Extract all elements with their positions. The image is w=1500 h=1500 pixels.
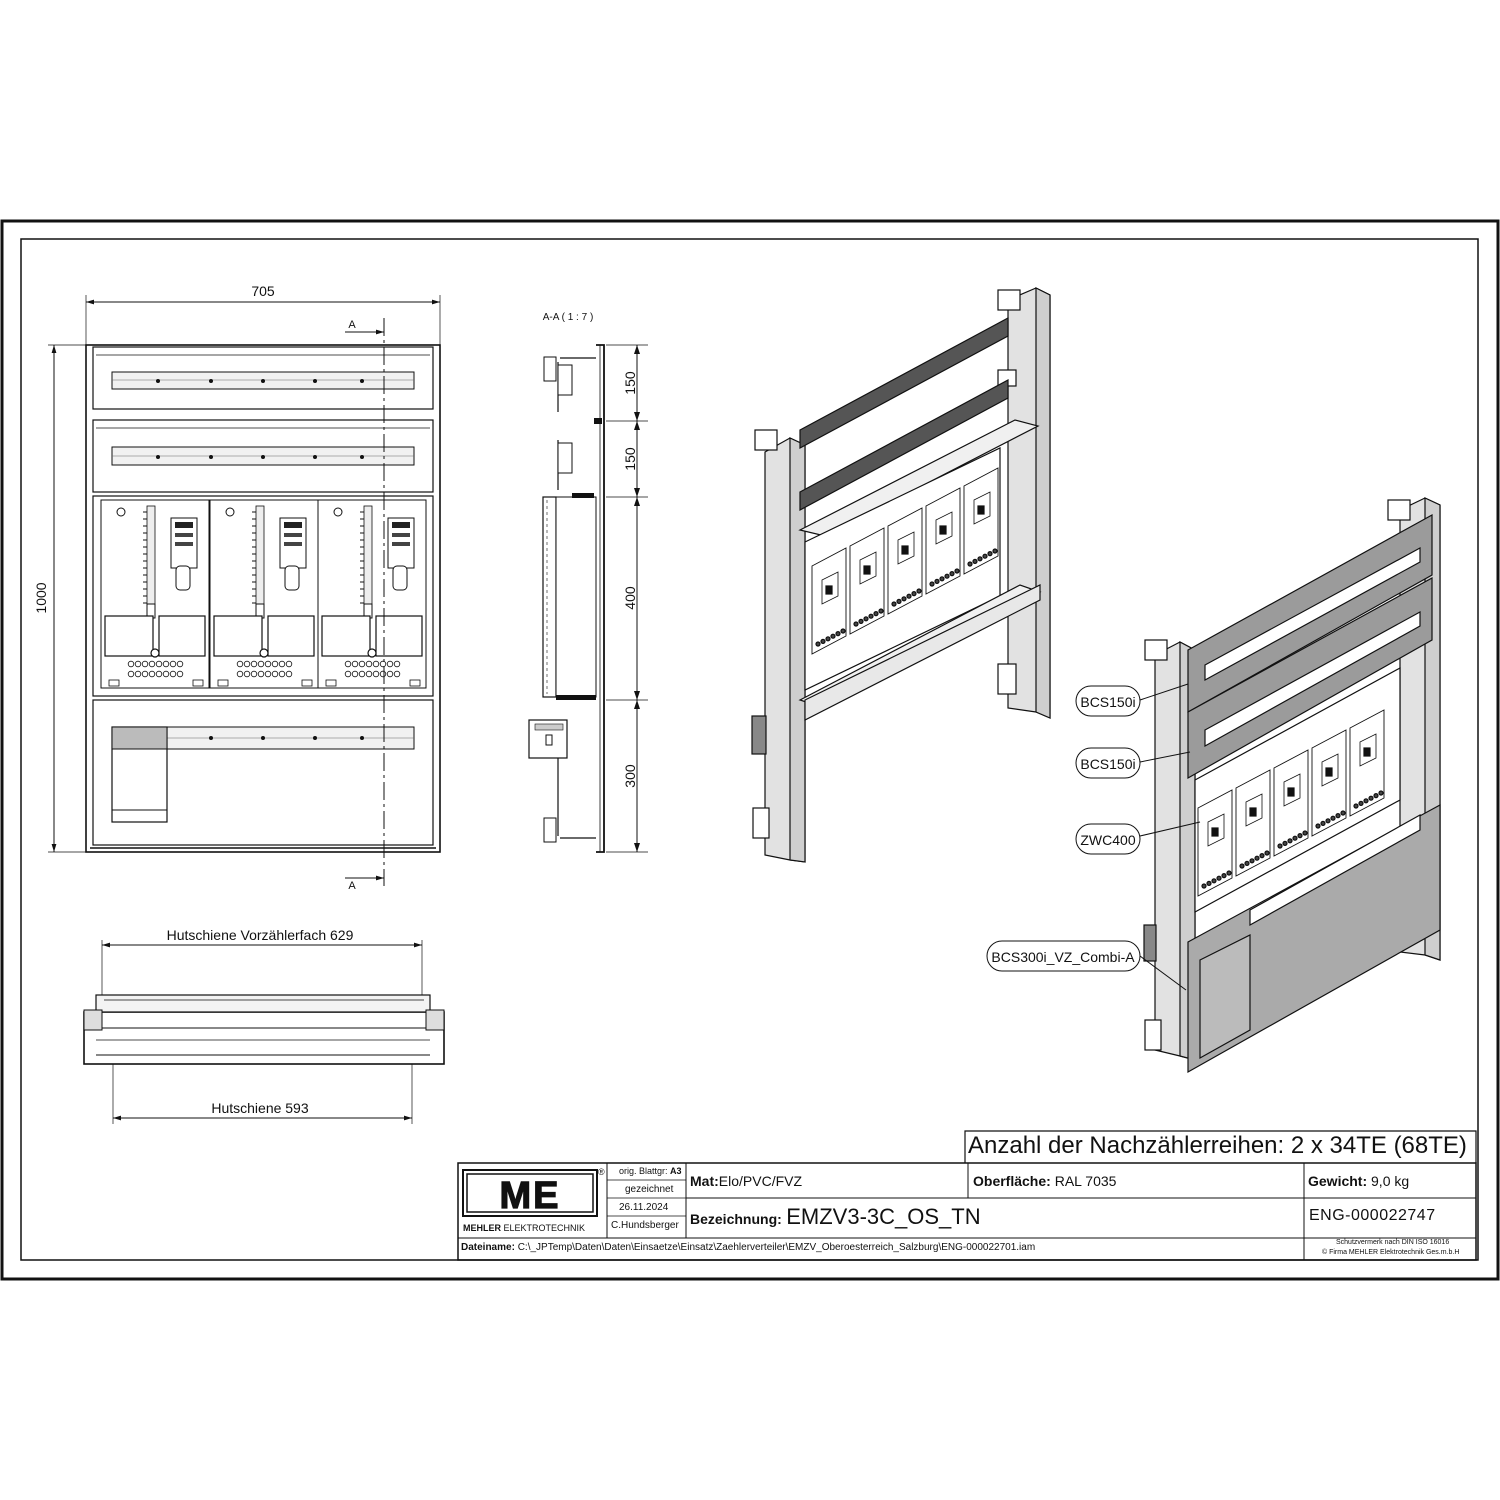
iso-meter-module xyxy=(1273,749,1309,857)
callout-bcs300i: BCS300i_VZ_Combi-A xyxy=(991,949,1135,965)
material-value: Elo/PVC/FVZ xyxy=(718,1173,803,1189)
orig-blattgr-label: orig. Blattgr: xyxy=(619,1166,668,1176)
title-headline: Anzahl der Nachzählerreihen: 2 x 34TE (6… xyxy=(968,1132,1467,1159)
protection-note-2: © Firma MEHLER Elektrotechnik Ges.m.b.H xyxy=(1322,1249,1460,1256)
weight-value: 9,0 kg xyxy=(1371,1173,1410,1189)
meter-module xyxy=(317,499,427,689)
surface-field: Oberfläche: RAL 7035 xyxy=(973,1173,1116,1189)
iso-meter-module xyxy=(963,467,999,575)
iso-meter-module xyxy=(925,487,961,595)
protection-note-1: Schutzvermerk nach DIN ISO 16016 xyxy=(1336,1239,1450,1246)
drawn-author: C.Hundsberger xyxy=(611,1220,679,1231)
top-view: Hutschiene Vorzählerfach 629 Hutschiene … xyxy=(83,927,445,1124)
company-bold: MEHLER xyxy=(463,1223,501,1233)
designation-value: EMZV3-3C_OS_TN xyxy=(786,1204,981,1229)
meter-module xyxy=(100,499,210,689)
orig-blattgr: orig. Blattgr: A3 xyxy=(619,1166,682,1176)
section-marker-top: A xyxy=(348,319,356,331)
iso-meter-module xyxy=(1235,769,1271,877)
company-name: MEHLER ELEKTROTECHNIK xyxy=(463,1223,585,1233)
dim-width-label: 705 xyxy=(251,283,275,299)
callout-zwc400: ZWC400 xyxy=(1080,832,1135,848)
iso-callouts: BCS150i BCS150i ZWC400 BCS300i_VZ_Combi-… xyxy=(986,683,1201,991)
iso-meter-module xyxy=(1197,789,1233,897)
iso-view-frame xyxy=(751,287,1051,863)
logo-mark: ME xyxy=(500,1175,561,1217)
surface-label: Oberfläche: xyxy=(973,1173,1051,1189)
iso-meter-module xyxy=(849,527,885,635)
iso-view-assembled xyxy=(1143,497,1441,1074)
weight-label: Gewicht: xyxy=(1308,1173,1368,1189)
iso-meter-module xyxy=(811,547,847,655)
weight-field: Gewicht: 9,0 kg xyxy=(1308,1173,1409,1189)
iso-meter-module xyxy=(1311,729,1347,837)
drawn-date: 26.11.2024 xyxy=(619,1202,669,1213)
filename-label: Dateiname: xyxy=(461,1242,515,1253)
rail-lower-label: Hutschiene 593 xyxy=(211,1100,309,1116)
designation-label: Bezeichnung: xyxy=(690,1211,782,1227)
section-view-label: A-A ( 1 : 7 ) xyxy=(543,312,594,323)
material-field: Mat:Elo/PVC/FVZ xyxy=(690,1173,802,1189)
filename-field: Dateiname: C:\_JPTemp\Daten\Daten\Einsae… xyxy=(461,1242,1035,1253)
section-view: A-A ( 1 : 7 ) xyxy=(528,312,648,853)
outer-frame xyxy=(0,219,1500,1281)
title-block-grid xyxy=(457,1130,1477,1261)
rail-upper-label: Hutschiene Vorzählerfach 629 xyxy=(167,927,354,943)
callout-bcs150i-2: BCS150i xyxy=(1080,756,1135,772)
callout-bcs150i-1: BCS150i xyxy=(1080,694,1135,710)
orig-blattgr-value: A3 xyxy=(670,1166,682,1176)
callout-bubble-2 xyxy=(1075,747,1141,779)
section-dim-2: 150 xyxy=(622,447,638,471)
section-dim-1: 150 xyxy=(622,371,638,395)
surface-value: RAL 7035 xyxy=(1054,1173,1117,1189)
logo: ME xyxy=(466,1173,594,1218)
section-dim-3: 400 xyxy=(622,586,638,610)
section-marker-bottom: A xyxy=(348,880,356,892)
logo-registered: ® xyxy=(598,1167,605,1177)
eng-number: ENG-000022747 xyxy=(1309,1207,1436,1224)
callout-bubble-1 xyxy=(1075,685,1141,717)
designation-field: Bezeichnung: EMZV3-3C_OS_TN xyxy=(690,1204,981,1230)
material-label: Mat: xyxy=(690,1173,719,1189)
meter-module xyxy=(209,499,319,689)
iso-meter-module xyxy=(887,507,923,615)
filename-value: C:\_JPTemp\Daten\Daten\Einsaetze\Einsatz… xyxy=(517,1242,1036,1253)
iso-meter-module xyxy=(1349,709,1385,817)
section-dim-4: 300 xyxy=(622,764,638,788)
gezeichnet-label: gezeichnet xyxy=(625,1184,674,1195)
company-rest: ELEKTROTECHNIK xyxy=(501,1223,586,1233)
dim-height-label: 1000 xyxy=(33,582,49,613)
callout-bubble-3 xyxy=(1075,823,1141,855)
front-view: 705 1000 xyxy=(33,283,441,892)
